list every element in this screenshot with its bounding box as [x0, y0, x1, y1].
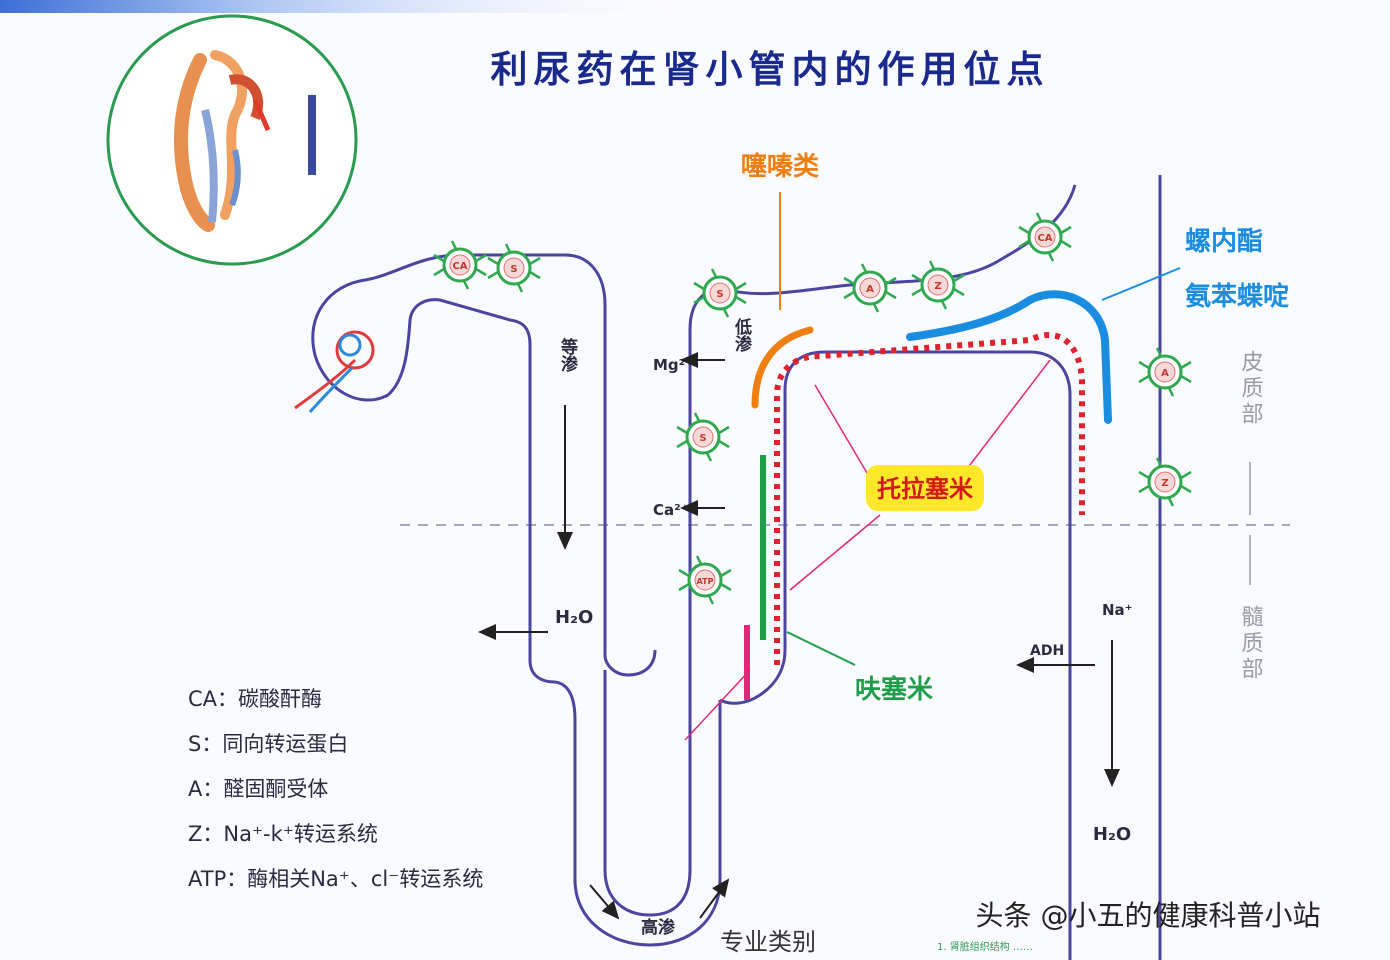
transporter-letter: ATP [697, 577, 714, 586]
triamterene-label: 氨苯蝶啶 [1185, 281, 1289, 312]
loop-inner [603, 670, 692, 917]
transporter-z-9: Z [1138, 457, 1192, 507]
legend-item-ca: CA：碳酸酐酶 [188, 687, 322, 711]
torasemide-site-dotted [774, 332, 1085, 665]
transporter-letter: CA [452, 261, 467, 272]
transporter-letter: S [510, 264, 517, 275]
spironolactone-site-arc [906, 290, 1112, 424]
h2o-left-label: H₂O [555, 607, 593, 628]
caption: 专业类别 [720, 928, 816, 956]
transporter-ca-0: CA [433, 240, 487, 290]
legend: CA：碳酸酐酶 S：同向转运蛋白 A：醛固酮受体 Z：Na⁺-k⁺转运系统 AT… [188, 687, 483, 891]
transporters: CA S S A Z CA S ATP A Z [433, 212, 1192, 605]
asc-limb-outer [688, 286, 721, 700]
transporter-letter: Z [934, 281, 941, 292]
torasemide-callout: 托拉塞米 [684, 359, 1051, 741]
loop-arrow-right [699, 878, 730, 919]
hypotonic-label: 低渗 [731, 317, 753, 353]
watermark: 头条 @小五的健康科普小站 [976, 899, 1321, 932]
transporter-s-1: S [487, 243, 541, 293]
torasemide-box [866, 465, 984, 511]
transporter-a-3: A [843, 263, 897, 313]
transporter-letter: A [866, 284, 874, 295]
cortex-label: 皮质部 [1238, 350, 1264, 428]
spironolactone-pointer [1101, 267, 1181, 301]
transporter-letter: S [699, 433, 706, 444]
distal-tubule-outer [719, 184, 1077, 296]
legend-item-atp: ATP：酶相关Na⁺、cl⁻转运系统 [188, 867, 483, 891]
transporter-atp-7: ATP [678, 555, 732, 605]
legend-item-s: S：同向转运蛋白 [188, 732, 348, 756]
torasemide-label: 托拉塞米 [877, 475, 973, 503]
adh-label: ADH [1030, 643, 1064, 659]
distal-tubule-inner [719, 350, 1072, 960]
transporter-ca-5: CA [1018, 212, 1072, 262]
thiazide-site-arc [751, 326, 814, 409]
h2o-right-label: H₂O [1093, 824, 1131, 845]
transporter-letter: S [716, 289, 723, 300]
transporter-letter: CA [1037, 233, 1052, 244]
thiazide-label: 噻嗪类 [741, 151, 819, 182]
furosemide-label: 呋塞米 [855, 674, 933, 705]
transporter-letter: Z [1161, 478, 1168, 489]
medulla-label: 髓质部 [1238, 605, 1264, 683]
na-right-label: Na⁺ [1102, 601, 1133, 619]
isotonic-label: 等渗 [557, 337, 578, 373]
transporter-s-6: S [676, 412, 730, 462]
tubule-inner-prox [386, 298, 556, 684]
transporter-a-8: A [1138, 347, 1192, 397]
transporter-letter: A [1161, 368, 1169, 379]
top-accent-bar [0, 0, 700, 13]
mg-label: Mg²⁺ [653, 356, 693, 374]
glomerulus-icon [294, 330, 375, 413]
spironolactone-label: 螺内酯 [1185, 227, 1263, 257]
tubule-outer-prox [311, 253, 657, 677]
footnote: 1. 肾脏组织结构 …… [937, 940, 1033, 953]
transporter-z-4: Z [911, 260, 965, 310]
page-title: 利尿药在肾小管内的作用位点 [491, 48, 1050, 91]
ca-label: Ca²⁺ [653, 501, 689, 519]
hypertonic-label: 高渗 [641, 917, 676, 938]
loop-arrow-left [589, 884, 620, 920]
furosemide-pointer [786, 631, 856, 666]
kidney-inset [106, 14, 358, 266]
legend-item-z: Z：Na⁺-k⁺转运系统 [188, 822, 378, 846]
legend-item-a: A：醛固酮受体 [188, 777, 328, 801]
loop-outer [554, 680, 722, 947]
nephron-thumbnail-icon [174, 50, 316, 232]
transporter-s-2: S [693, 268, 747, 318]
